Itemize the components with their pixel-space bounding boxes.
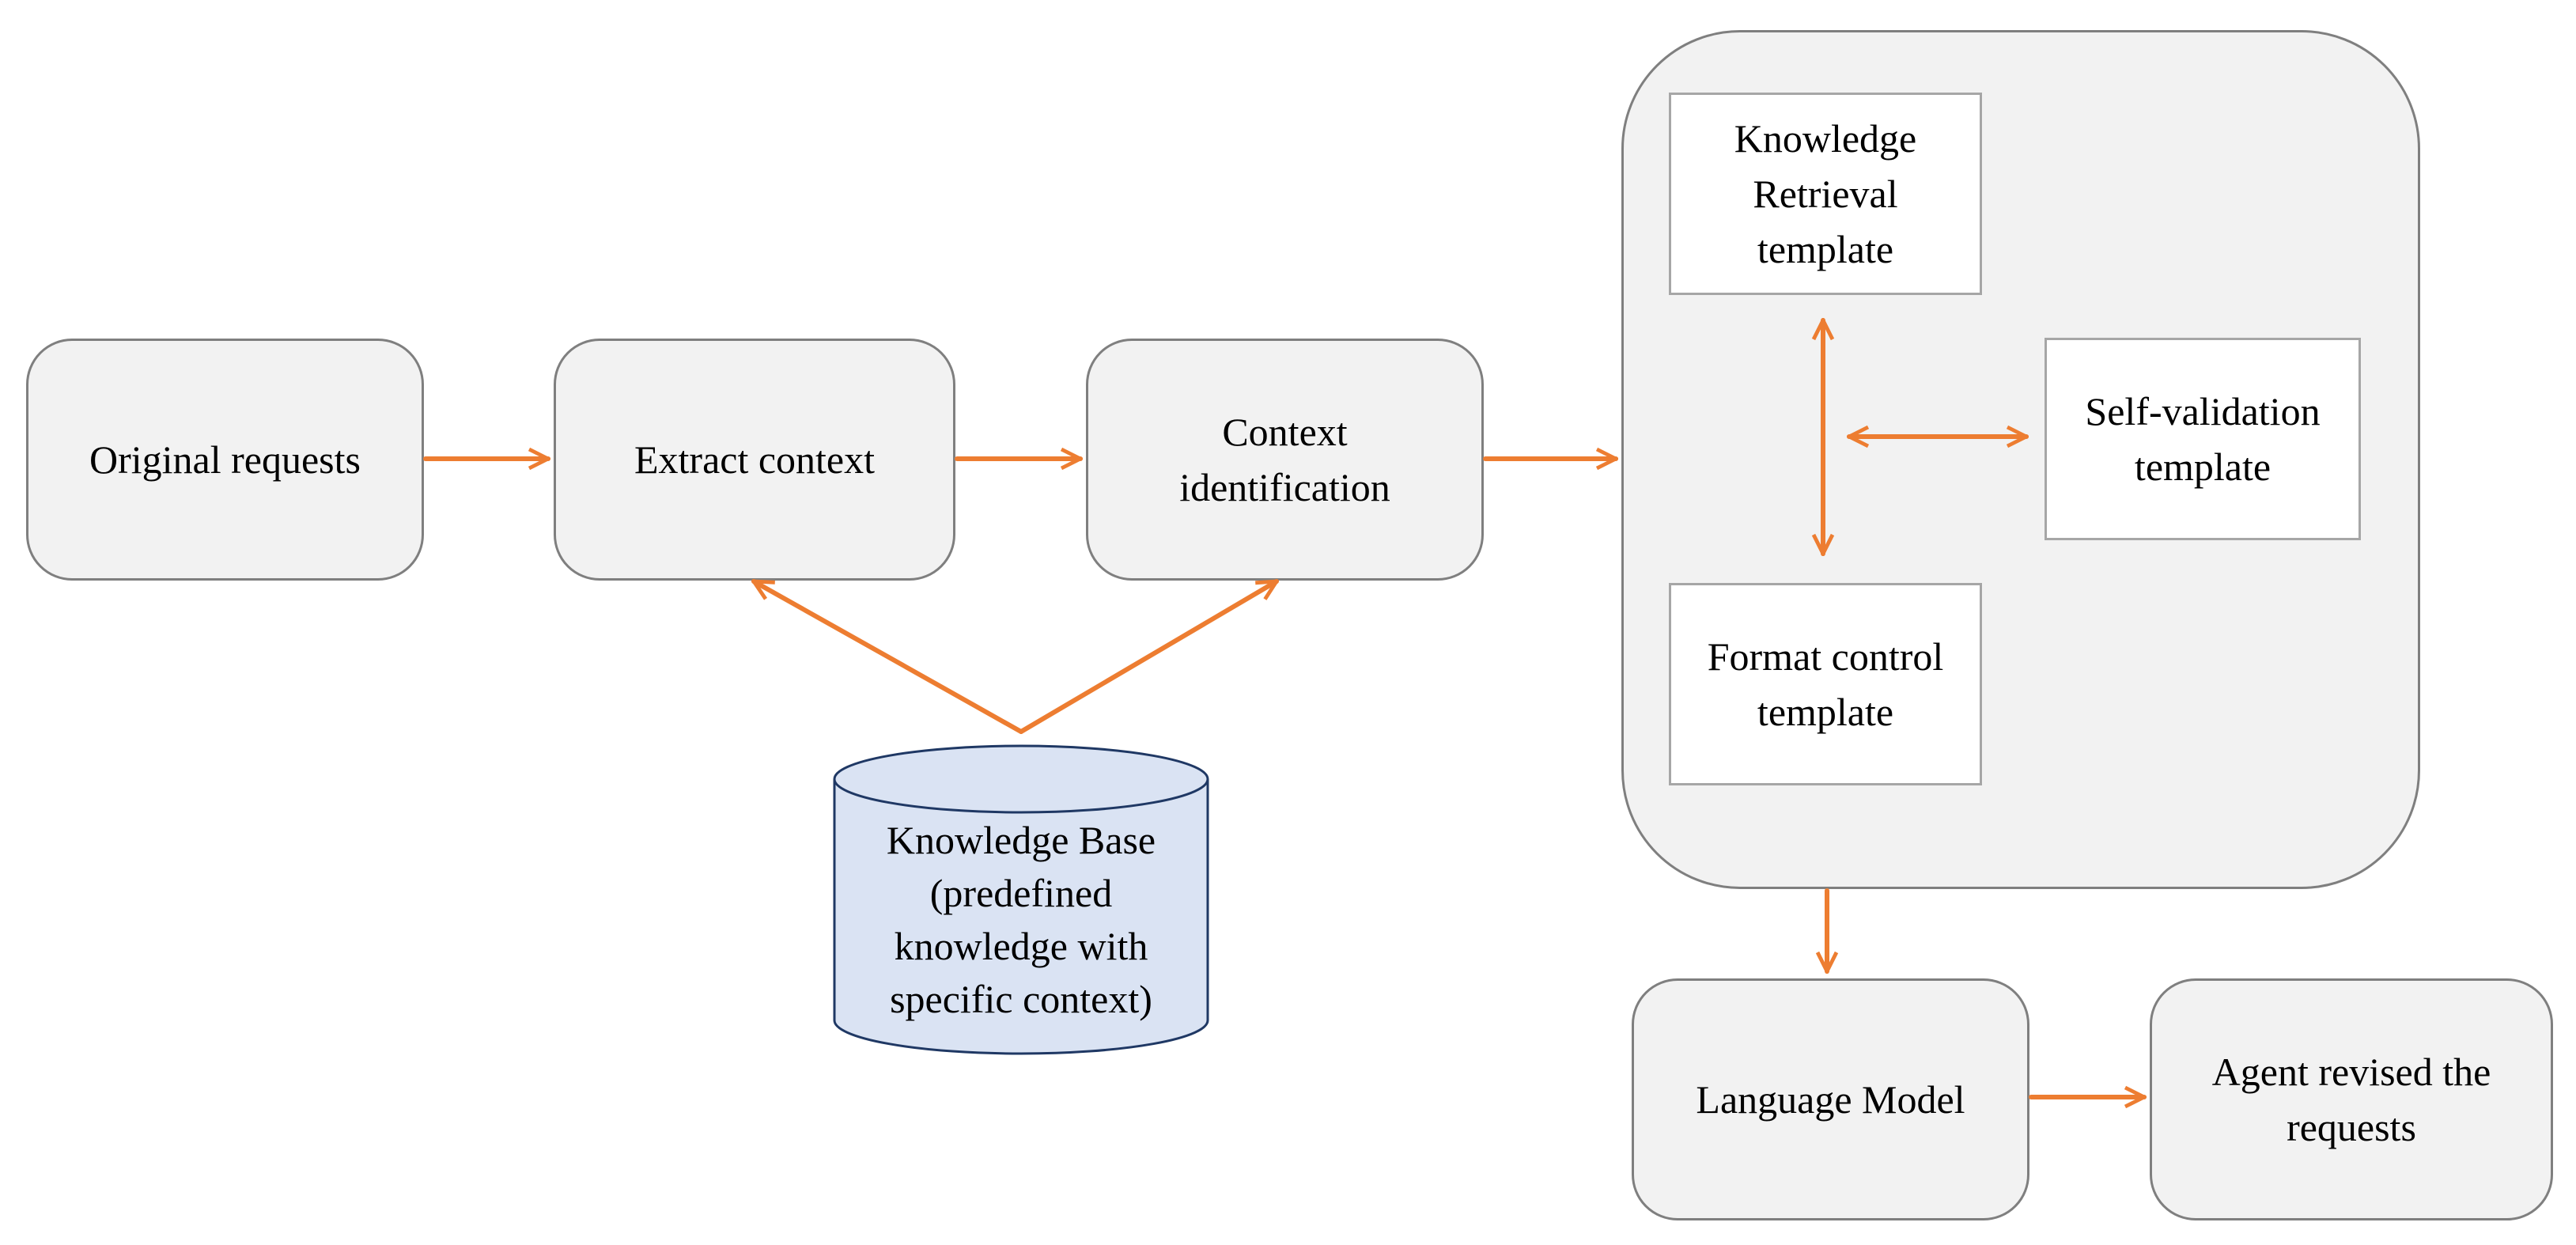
original-requests-label: Original requests — [89, 437, 361, 482]
context-identification-node: Context identification — [1086, 339, 1484, 581]
extract-context-label: Extract context — [634, 437, 876, 482]
arrow-kb-to-identification — [1019, 579, 1277, 734]
language-model-label: Language Model — [1696, 1077, 1965, 1122]
self-validation-template-label: Self-validation template — [2085, 389, 2321, 489]
original-requests-node: Original requests — [26, 339, 424, 581]
language-model-node: Language Model — [1632, 978, 2029, 1220]
knowledge-retrieval-template-label: Knowledge Retrieval template — [1734, 116, 1917, 271]
arrow-kb-to-extract — [754, 579, 1023, 734]
self-validation-template-node: Self-validation template — [2045, 338, 2361, 540]
knowledge-base-database-icon — [833, 744, 1209, 1055]
knowledge-base-label: Knowledge Base (predefined knowledge wit… — [886, 818, 1156, 1021]
context-identification-label: Context identification — [1179, 410, 1390, 509]
agent-revised-label: Agent revised the requests — [2211, 1050, 2491, 1149]
knowledge-retrieval-template-node: Knowledge Retrieval template — [1669, 93, 1982, 295]
extract-context-node: Extract context — [554, 339, 955, 581]
format-control-template-label: Format control template — [1707, 634, 1944, 734]
agent-revised-node: Agent revised the requests — [2150, 978, 2553, 1220]
format-control-template-node: Format control template — [1669, 583, 1982, 785]
